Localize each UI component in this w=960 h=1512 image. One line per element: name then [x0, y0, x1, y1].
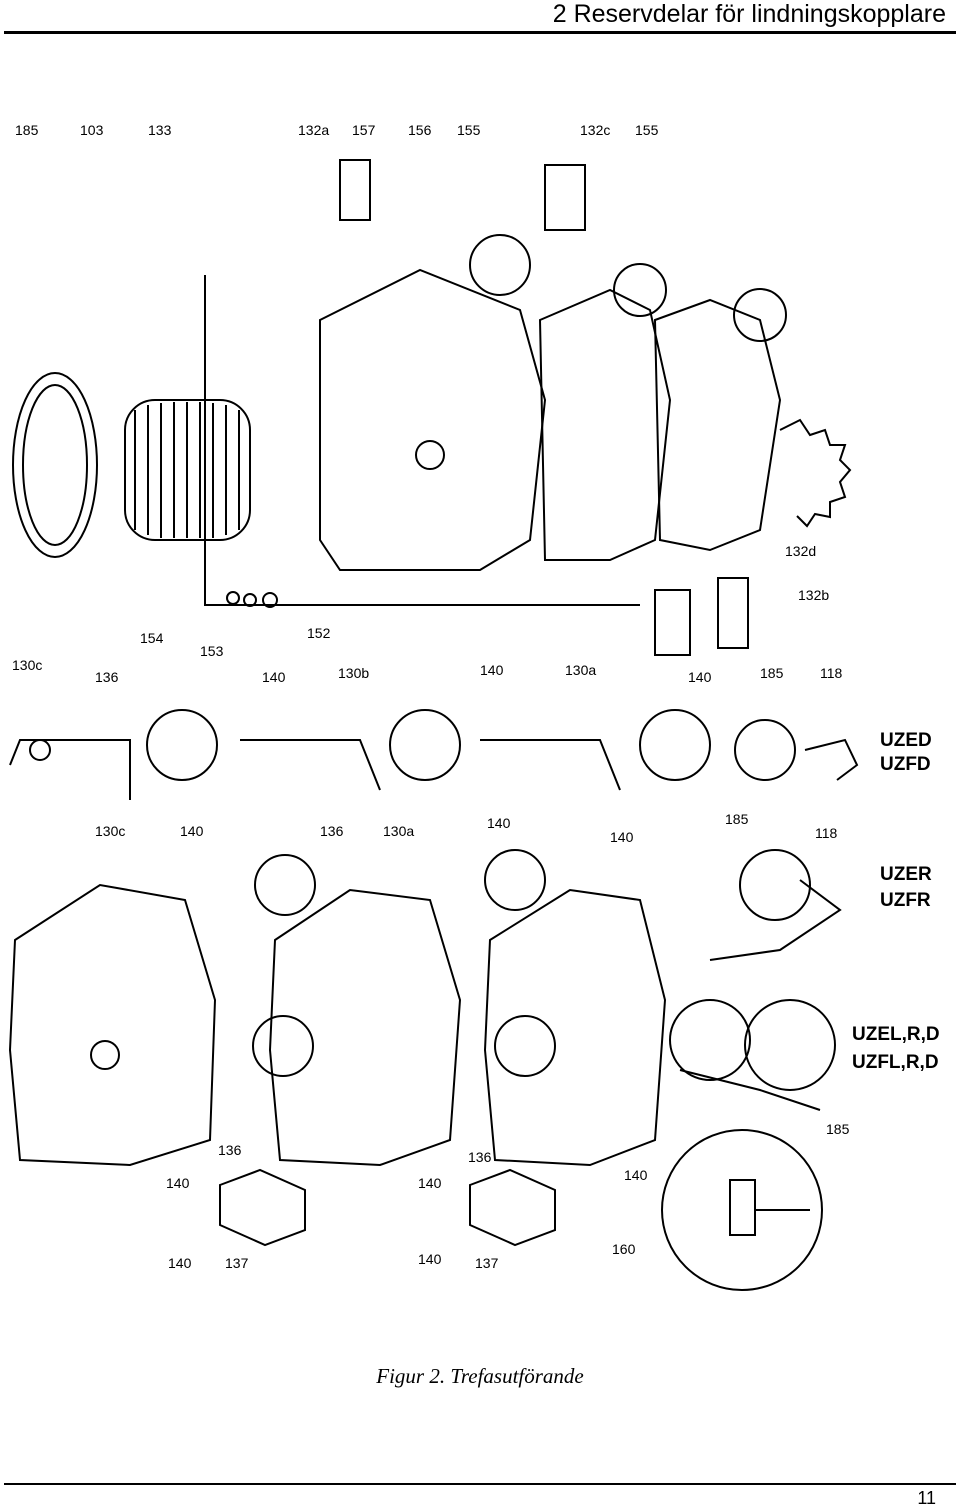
callout-label: 140 [168, 1255, 192, 1271]
model-label: UZEL,R,D [852, 1024, 940, 1045]
geneva-wheel [679, 849, 842, 1111]
page-number: 11 [917, 1488, 936, 1508]
callout-label: 132c [580, 122, 610, 138]
callout-label: 140 [688, 669, 712, 685]
callout-label: 137 [225, 1255, 249, 1271]
ring-seal-inner [22, 384, 88, 546]
callout-label: 140 [262, 669, 286, 685]
callout-label: 140 [418, 1251, 442, 1267]
lower-module-3 [483, 849, 751, 1167]
callout-label: 130c [12, 657, 42, 673]
callout-label: 130b [338, 665, 369, 681]
exploded-parts-figure: 185 103 133 132a 157 156 155 132c 155 13… [8, 122, 940, 1291]
callout-label: 154 [140, 630, 164, 646]
bracket-132c [544, 164, 586, 231]
figure-caption: Figur 2. Trefasutförande [376, 1364, 584, 1388]
callout-label: 185 [826, 1121, 850, 1137]
switch-module-2 [538, 263, 672, 561]
callout-label: 157 [352, 122, 376, 138]
callout-label: 136 [320, 823, 344, 839]
callout-label: 185 [725, 811, 749, 827]
callout-label: 103 [80, 122, 104, 138]
callout-label: 185 [15, 122, 39, 138]
callout-label: 140 [610, 829, 634, 845]
callout-label: 140 [418, 1175, 442, 1191]
callout-label: 155 [457, 122, 481, 138]
callout-label: 140 [624, 1167, 648, 1183]
callout-label: 137 [475, 1255, 499, 1271]
model-label: UZFL,R,D [852, 1052, 939, 1073]
callout-label: 156 [408, 122, 432, 138]
callout-label: 136 [468, 1149, 492, 1165]
switch-module-3 [653, 288, 852, 552]
callout-label: 153 [200, 643, 224, 659]
model-label: UZED [880, 730, 932, 751]
switch-module-1 [319, 234, 547, 571]
callout-label: 133 [148, 122, 172, 138]
nut-152 [262, 592, 278, 608]
callout-label: 130a [383, 823, 414, 839]
callout-label: 140 [180, 823, 204, 839]
callout-label: 185 [760, 665, 784, 681]
callout-label: 140 [487, 815, 511, 831]
callout-label: 132b [798, 587, 829, 603]
header-rule [4, 31, 956, 34]
callout-label: 132a [298, 122, 329, 138]
callout-label: 130c [95, 823, 125, 839]
washer-153 [243, 593, 257, 607]
callout-label: 152 [307, 625, 331, 641]
model-label: UZFD [880, 754, 931, 775]
bracket-132b [717, 577, 749, 649]
ring-seal [12, 372, 98, 558]
detail-160 [661, 1129, 823, 1291]
header-title: 2 Reservdelar för lindningskopplare [552, 0, 946, 28]
bracket-132d [654, 589, 691, 656]
callout-label: 160 [612, 1241, 636, 1257]
lower-module-1 [8, 883, 217, 1167]
callout-label: 155 [635, 122, 659, 138]
terminal-block-137 [219, 1168, 556, 1247]
page-header: 2 Reservdelar för lindningskopplare [0, 0, 960, 40]
callout-label: 136 [95, 669, 119, 685]
callout-label: 132d [785, 543, 816, 559]
module-frame [204, 275, 640, 606]
callout-label: 140 [480, 662, 504, 678]
callout-label: 136 [218, 1142, 242, 1158]
footer-rule [4, 1483, 956, 1485]
callout-label: 130a [565, 662, 596, 678]
shaft-row-1 [9, 709, 859, 800]
bracket-132a [339, 159, 371, 221]
model-label: UZER [880, 864, 932, 885]
model-label: UZFR [880, 890, 931, 911]
coil-contact-ring [124, 399, 251, 541]
washer-154 [226, 591, 240, 605]
callout-label: 140 [166, 1175, 190, 1191]
callout-label: 118 [815, 825, 838, 841]
lower-module-2 [252, 854, 462, 1167]
callout-label: 118 [820, 665, 843, 681]
